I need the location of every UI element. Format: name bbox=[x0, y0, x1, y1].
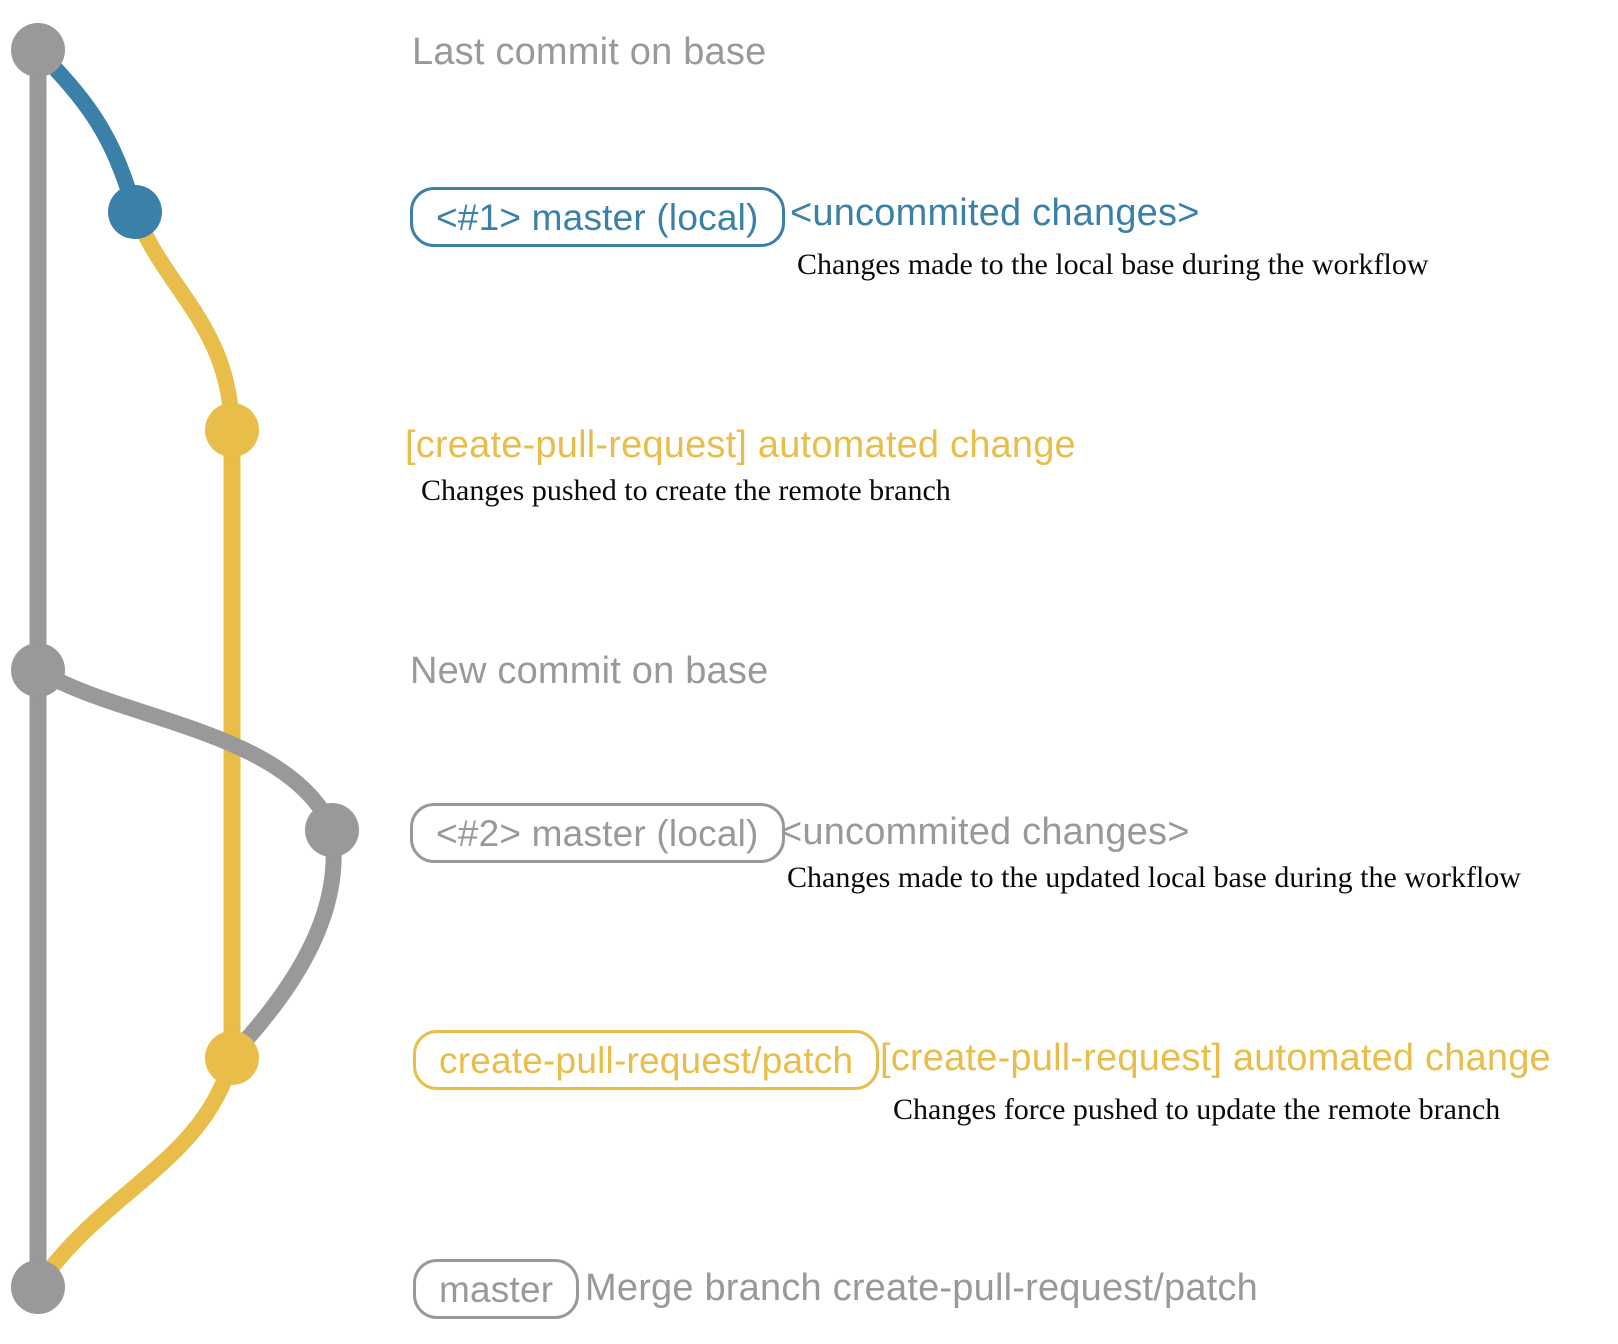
commit-node-new-base bbox=[11, 643, 65, 697]
description-updated-local-base-changes: Changes made to the updated local base d… bbox=[787, 861, 1521, 894]
label-uncommitted-changes-2: <uncommited changes> bbox=[780, 811, 1190, 853]
commit-node-automated-2 bbox=[205, 1031, 259, 1085]
branch-badge-master-label: master bbox=[439, 1268, 554, 1310]
commit-node-last-base bbox=[11, 23, 65, 77]
label-merge-branch-message: Merge branch create-pull-request/patch bbox=[585, 1267, 1258, 1309]
label-automated-change-2: [create-pull-request] automated change bbox=[880, 1037, 1551, 1079]
branch-badge-create-pull-request-patch-label: create-pull-request/patch bbox=[439, 1039, 854, 1081]
description-force-pushed-update-remote: Changes force pushed to update the remot… bbox=[893, 1093, 1501, 1126]
commit-node-merge bbox=[11, 1260, 65, 1314]
branch-badge-master-local-1: <#1> master (local) bbox=[410, 187, 785, 247]
branch-badge-master-local-2-label: <#2> master (local) bbox=[436, 812, 759, 854]
branch-badge-master-local-2: <#2> master (local) bbox=[410, 803, 785, 863]
patch-merge-curve bbox=[32, 1050, 240, 1291]
branch-badge-create-pull-request-patch: create-pull-request/patch bbox=[413, 1030, 880, 1090]
description-pushed-create-remote: Changes pushed to create the remote bran… bbox=[421, 474, 951, 507]
label-new-commit-on-base: New commit on base bbox=[410, 650, 769, 692]
label-uncommitted-changes-1: <uncommited changes> bbox=[790, 192, 1200, 234]
branch-badge-master: master bbox=[413, 1259, 580, 1319]
local-branch-2-curve bbox=[30, 662, 342, 1058]
label-last-commit-on-base: Last commit on base bbox=[412, 31, 767, 73]
branch-badge-master-local-1-label: <#1> master (local) bbox=[436, 196, 759, 238]
description-local-base-changes-1: Changes made to the local base during th… bbox=[797, 248, 1429, 281]
label-automated-change-1: [create-pull-request] automated change bbox=[405, 424, 1076, 466]
commit-node-automated-1 bbox=[205, 403, 259, 457]
commit-node-uncommitted-1 bbox=[108, 185, 162, 239]
local-branch-1-curve bbox=[30, 42, 143, 220]
commit-node-uncommitted-2 bbox=[305, 803, 359, 857]
patch-branch-curve-top bbox=[127, 204, 240, 438]
